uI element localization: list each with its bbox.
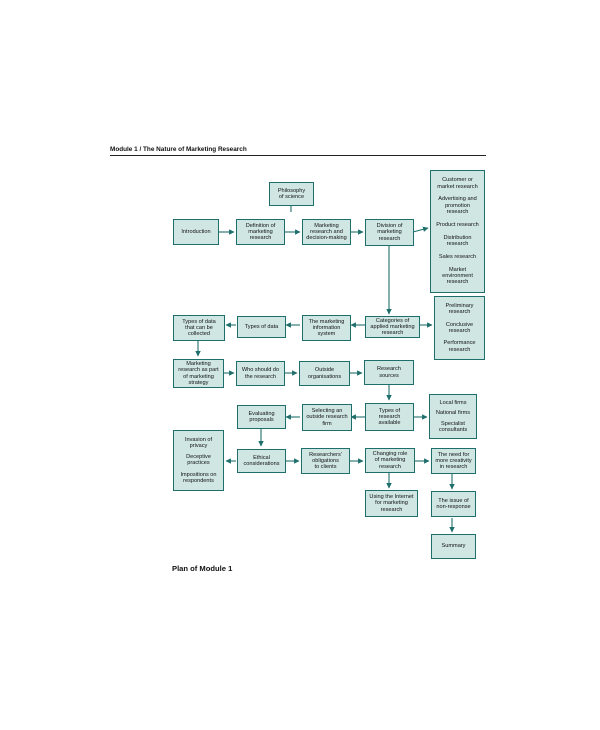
- node-types-data: Types of data: [237, 316, 286, 338]
- list-item: National firms: [435, 410, 471, 417]
- list-item: Performance research: [443, 340, 476, 353]
- list-item: Impositions on respondents: [180, 471, 217, 485]
- node-researchers-obligations: Researchers' obligations to clients: [301, 448, 350, 474]
- list-item: Preliminary research: [445, 303, 474, 316]
- node-marketing-research-decision: Marketing research and decision-making: [302, 219, 351, 245]
- node-mis: The marketing information system: [302, 315, 351, 341]
- list-item: Sales research: [438, 253, 477, 260]
- node-outside-orgs: Outside organisations: [299, 361, 350, 386]
- node-changing-role: Changing role of marketing research: [365, 448, 415, 473]
- list-item: Advertising and promotion research: [438, 196, 477, 215]
- node-evaluating: Evaluating proposals: [237, 405, 286, 429]
- list-item: Conclusive research: [445, 321, 474, 334]
- list-item: Product research: [436, 221, 479, 228]
- list-item: Invasion of privacy: [184, 436, 213, 449]
- ethics-list-box: Invasion of privacy Deceptive practices …: [173, 430, 224, 491]
- node-non-response: The issue of non-response: [431, 491, 476, 517]
- list-item: Local firms: [439, 400, 467, 406]
- node-internet: Using the Internet for marketing researc…: [365, 490, 418, 517]
- division-list-box: Customer or market research Advertising …: [430, 170, 485, 293]
- list-item: Specialist consultants: [438, 420, 468, 433]
- list-item: Market environment research: [442, 266, 473, 286]
- node-types-research: Types of research available: [365, 403, 414, 431]
- node-categories: Categories of applied marketing research: [365, 316, 420, 338]
- node-need-creativity: The need for more creativity in research: [431, 448, 476, 474]
- node-who-should: Who should do the research: [236, 361, 285, 386]
- node-division: Division of marketing research: [365, 219, 414, 246]
- node-types-data-collected: Types of data that can be collected: [173, 315, 225, 341]
- figure-caption: Plan of Module 1: [172, 564, 233, 573]
- node-introduction: Introduction: [173, 219, 219, 245]
- node-ethical: Ethical considerations: [237, 449, 286, 473]
- list-item: Distribution research: [443, 234, 472, 248]
- firms-list-box: Local firms National firms Specialist co…: [429, 394, 477, 439]
- node-selecting-firm: Selecting an outside research firm: [302, 404, 352, 431]
- categories-list-box: Preliminary research Conclusive research…: [434, 296, 485, 360]
- header-rule: [110, 155, 486, 156]
- running-header: Module 1 / The Nature of Marketing Resea…: [110, 146, 247, 153]
- link-division-list: [412, 226, 429, 233]
- node-research-sources: Research sources: [364, 360, 414, 385]
- list-item: Deceptive practices: [186, 454, 211, 467]
- node-summary: Summary: [431, 534, 476, 559]
- node-mr-strategy: Marketing research as part of marketing …: [173, 359, 224, 388]
- node-definition: Definition of marketing research: [236, 219, 285, 245]
- node-philosophy: Philosophy of science: [269, 182, 314, 206]
- list-item: Customer or market research: [437, 177, 478, 190]
